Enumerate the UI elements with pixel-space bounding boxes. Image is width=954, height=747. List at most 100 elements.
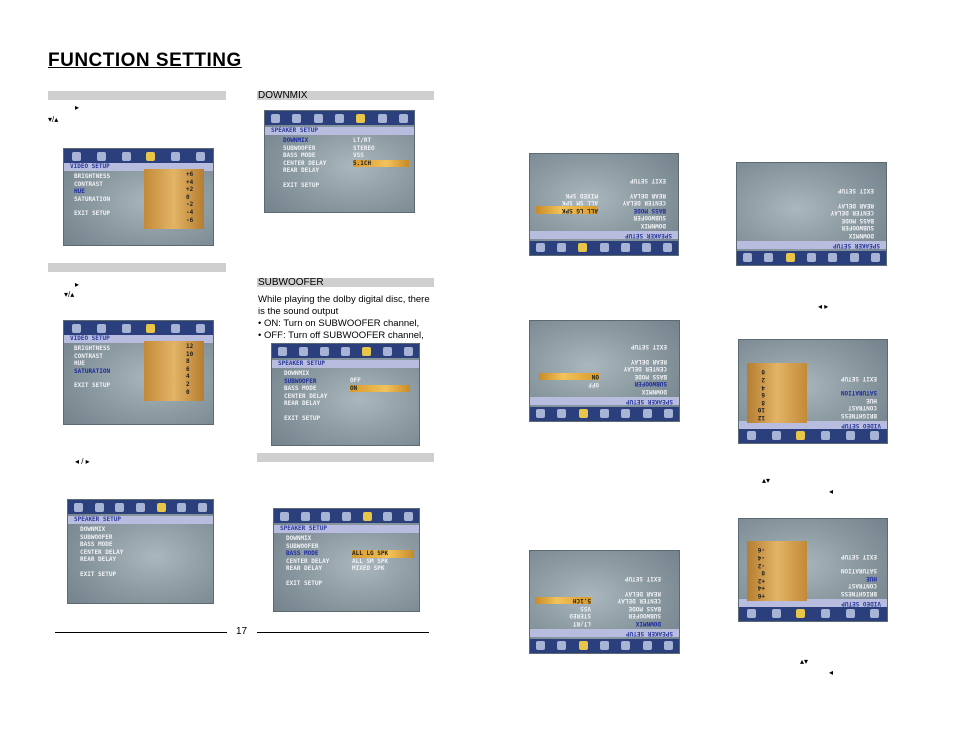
ladder-value: 0 xyxy=(761,569,765,577)
osd-exit: EXIT SETUP xyxy=(80,570,117,578)
osd-item-selected: DOWNMIX xyxy=(283,137,309,144)
osd-item: DOWNMIX xyxy=(284,370,310,377)
ladder-value: 12 xyxy=(757,414,765,421)
osd-subwoofer: SPEAKER SETUP DOWNMIX SUBWOOFER BASS MOD… xyxy=(271,343,420,446)
osd-exit: EXIT SETUP xyxy=(624,575,661,583)
osd-item: CENTER DELAY xyxy=(286,557,330,565)
osd-exit: EXIT SETUP xyxy=(283,181,320,189)
osd-icon-bar xyxy=(68,500,213,514)
osd-exit: EXIT SETUP xyxy=(286,579,323,587)
osd-item-selected: HUE xyxy=(866,574,877,582)
page-number: 17 xyxy=(236,626,248,637)
osd-item: DOWNMIX xyxy=(848,232,874,239)
section-bar-bass-mode xyxy=(257,453,434,462)
osd-item-selected: HUE xyxy=(74,188,85,196)
osd-icon-bar xyxy=(64,321,213,335)
osd-exit: EXIT SETUP xyxy=(629,177,666,185)
osd-item-selected: DOWNMIX xyxy=(635,620,661,627)
osd-item: BASS MODE xyxy=(284,385,317,393)
ladder-value: 4 xyxy=(761,383,765,391)
ladder-value: 8 xyxy=(186,358,190,366)
osd-item: CONTRAST xyxy=(74,352,103,360)
osd-video-hue: VIDEO SETUP BRIGHTNESS CONTRAST HUE SATU… xyxy=(63,148,214,246)
osd-item: SATURATION xyxy=(840,567,877,575)
updown-arrow-icon: ▴▾ xyxy=(762,476,771,485)
osd-icon-bar xyxy=(530,241,678,255)
ladder-value: +6 xyxy=(757,592,765,599)
osd-icon-bar xyxy=(739,607,887,621)
updown-arrow-icon: ▾/▴ xyxy=(64,290,75,299)
osd-downmix: SPEAKER SETUP DOWNMIX SUBWOOFER BASS MOD… xyxy=(264,110,415,213)
osd-item: DOWNMIX xyxy=(640,222,666,229)
osd-item: CENTER DELAY xyxy=(623,365,667,373)
osd-item: BASS MODE xyxy=(841,216,874,224)
osd-exit: EXIT SETUP xyxy=(840,374,877,382)
osd-header: SPEAKER SETUP xyxy=(737,241,886,249)
text-line: While playing the dolby digital disc, th… xyxy=(258,294,430,305)
osd-item: DOWNMIX xyxy=(286,535,312,542)
osd-option: MIXED SPK xyxy=(565,191,598,199)
osd-option: VSS xyxy=(353,152,364,160)
ladder-value: 0 xyxy=(761,368,765,376)
ladder-value: +4 xyxy=(186,178,194,186)
ladder-value: 0 xyxy=(186,193,190,201)
leftright-arrow-icon: ◂ / ▸ xyxy=(75,457,90,466)
section-bar-downmix: DOWNMIX xyxy=(257,91,434,101)
osd-item: HUE xyxy=(866,396,877,404)
osd-option: STEREO xyxy=(353,144,375,152)
osd-item-selected: SUBWOOFER xyxy=(634,380,667,388)
ladder-value: +2 xyxy=(757,576,765,584)
osd-item: SUBWOOFER xyxy=(628,612,661,620)
bullet-icon: • xyxy=(258,318,264,329)
left-arrow-icon: ◂ xyxy=(829,487,834,496)
osd-video-hue-flipped: VIDEO SETUP BRIGHTNESS CONTRAST HUE SATU… xyxy=(738,518,888,622)
osd-item: CONTRAST xyxy=(74,180,103,188)
ladder-value: 6 xyxy=(186,365,190,373)
osd-speaker-setup: SPEAKER SETUP DOWNMIX SUBWOOFER BASS MOD… xyxy=(67,499,214,604)
ladder-value: 8 xyxy=(761,398,765,406)
osd-item: REAR DELAY xyxy=(283,167,320,175)
osd-option: VSS xyxy=(580,604,591,612)
footer-rule-left xyxy=(55,632,227,633)
osd-header: SPEAKER SETUP xyxy=(530,397,679,405)
osd-item: SUBWOOFER xyxy=(633,214,666,222)
ladder-value: +4 xyxy=(757,584,765,592)
osd-video-saturation-flipped: VIDEO SETUP BRIGHTNESS CONTRAST HUE SATU… xyxy=(738,339,888,444)
section-title-subwoofer: SUBWOOFER xyxy=(258,277,324,288)
osd-option-selected: 5.1CH xyxy=(535,596,591,605)
left-arrow-icon: ◂ xyxy=(829,668,834,677)
osd-exit: EXIT SETUP xyxy=(840,552,877,560)
osd-subwoofer-flipped: SPEAKER SETUP DOWNMIX SUBWOOFER BASS MOD… xyxy=(529,320,680,422)
osd-exit: EXIT SETUP xyxy=(630,343,667,351)
osd-option-selected: ON xyxy=(539,372,599,381)
osd-item: CENTER DELAY xyxy=(80,548,124,556)
osd-item: CENTER DELAY xyxy=(617,597,661,605)
ladder-value: 2 xyxy=(761,376,765,384)
osd-item-selected: BASS MODE xyxy=(633,206,666,214)
osd-item: REAR DELAY xyxy=(284,400,321,408)
osd-icon-bar xyxy=(530,639,679,653)
ladder-value: -2 xyxy=(757,561,765,569)
osd-item: SUBWOOFER xyxy=(283,144,316,152)
osd-item: CENTER DELAY xyxy=(830,209,874,217)
osd-option: ALL SM SPK xyxy=(352,557,389,565)
osd-option-selected: ALL LG SPK xyxy=(352,550,414,558)
ladder-value: -6 xyxy=(186,216,194,224)
bullet-line: • ON: Turn on SUBWOOFER channel, xyxy=(258,318,420,329)
osd-header: VIDEO SETUP xyxy=(64,335,213,343)
osd-item: REAR DELAY xyxy=(837,201,874,209)
osd-item-selected: SATURATION xyxy=(74,367,111,375)
osd-downmix-flipped: SPEAKER SETUP DOWNMIX SUBWOOFER BASS MOD… xyxy=(529,550,680,654)
ladder-value: 0 xyxy=(186,388,190,396)
osd-item: REAR DELAY xyxy=(630,357,667,365)
osd-header: SPEAKER SETUP xyxy=(530,231,678,239)
updown-arrow-icon: ▾/▴ xyxy=(48,115,59,124)
osd-item: BASS MODE xyxy=(80,541,113,549)
value-ladder: 12 10 8 6 4 2 0 xyxy=(144,341,204,401)
osd-icon-bar xyxy=(272,344,419,358)
osd-option: LT/RT xyxy=(353,137,372,144)
osd-icon-bar xyxy=(64,149,213,163)
osd-video-saturation: VIDEO SETUP BRIGHTNESS CONTRAST HUE SATU… xyxy=(63,320,214,425)
right-arrow-icon: ▸ xyxy=(75,280,80,289)
osd-item: BASS MODE xyxy=(634,372,667,380)
